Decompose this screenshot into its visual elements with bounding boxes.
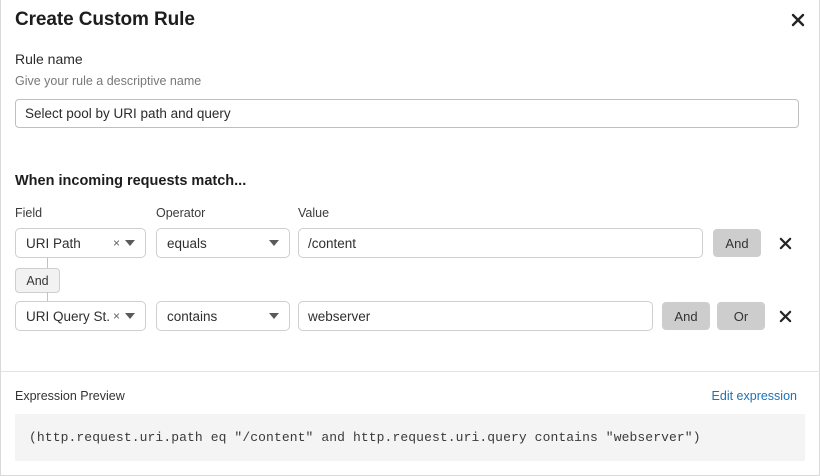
operator-select-2-value: contains: [167, 308, 218, 324]
rule-name-label: Rule name: [15, 51, 83, 67]
delete-condition-1-icon[interactable]: [776, 234, 794, 252]
clear-icon[interactable]: ×: [112, 309, 120, 323]
value-input-2[interactable]: [298, 301, 653, 331]
field-select-1[interactable]: URI Path ×: [15, 228, 146, 258]
condition-connector: And: [15, 258, 135, 302]
expression-preview-box: (http.request.uri.path eq "/content" and…: [15, 414, 805, 461]
rule-name-input[interactable]: [15, 99, 799, 128]
chevron-down-icon[interactable]: [269, 240, 279, 246]
match-section-heading: When incoming requests match...: [15, 173, 247, 189]
or-button-2[interactable]: Or: [717, 302, 765, 330]
field-select-2-value: URI Query St...: [26, 308, 111, 324]
section-divider: [1, 371, 820, 372]
column-header-field: Field: [15, 206, 43, 220]
connector-line-top: [47, 258, 48, 268]
column-header-operator: Operator: [156, 206, 206, 220]
chevron-down-icon[interactable]: [269, 313, 279, 319]
expression-preview-label: Expression Preview: [15, 389, 125, 403]
edit-expression-link[interactable]: Edit expression: [711, 389, 797, 403]
operator-select-1[interactable]: equals: [156, 228, 290, 258]
delete-condition-2-icon[interactable]: [776, 307, 794, 325]
clear-icon[interactable]: ×: [112, 236, 120, 250]
close-icon[interactable]: [785, 7, 811, 33]
page-title: Create Custom Rule: [15, 9, 195, 30]
chevron-down-icon[interactable]: [125, 313, 135, 319]
operator-select-1-value: equals: [167, 235, 207, 251]
condition-row: URI Query St... × contains And Or: [1, 301, 819, 331]
and-button-1[interactable]: And: [713, 229, 761, 257]
value-input-1[interactable]: [298, 228, 703, 258]
rule-name-hint: Give your rule a descriptive name: [15, 74, 202, 88]
connector-line-bottom: [47, 292, 48, 302]
field-select-1-value: URI Path: [26, 235, 81, 251]
column-header-value: Value: [298, 206, 330, 220]
connector-and-chip[interactable]: And: [15, 268, 60, 293]
and-button-2[interactable]: And: [662, 302, 710, 330]
operator-select-2[interactable]: contains: [156, 301, 290, 331]
chevron-down-icon[interactable]: [125, 240, 135, 246]
condition-row: URI Path × equals And: [1, 228, 819, 258]
expression-preview-text: (http.request.uri.path eq "/content" and…: [29, 430, 701, 445]
field-select-2[interactable]: URI Query St... ×: [15, 301, 146, 331]
